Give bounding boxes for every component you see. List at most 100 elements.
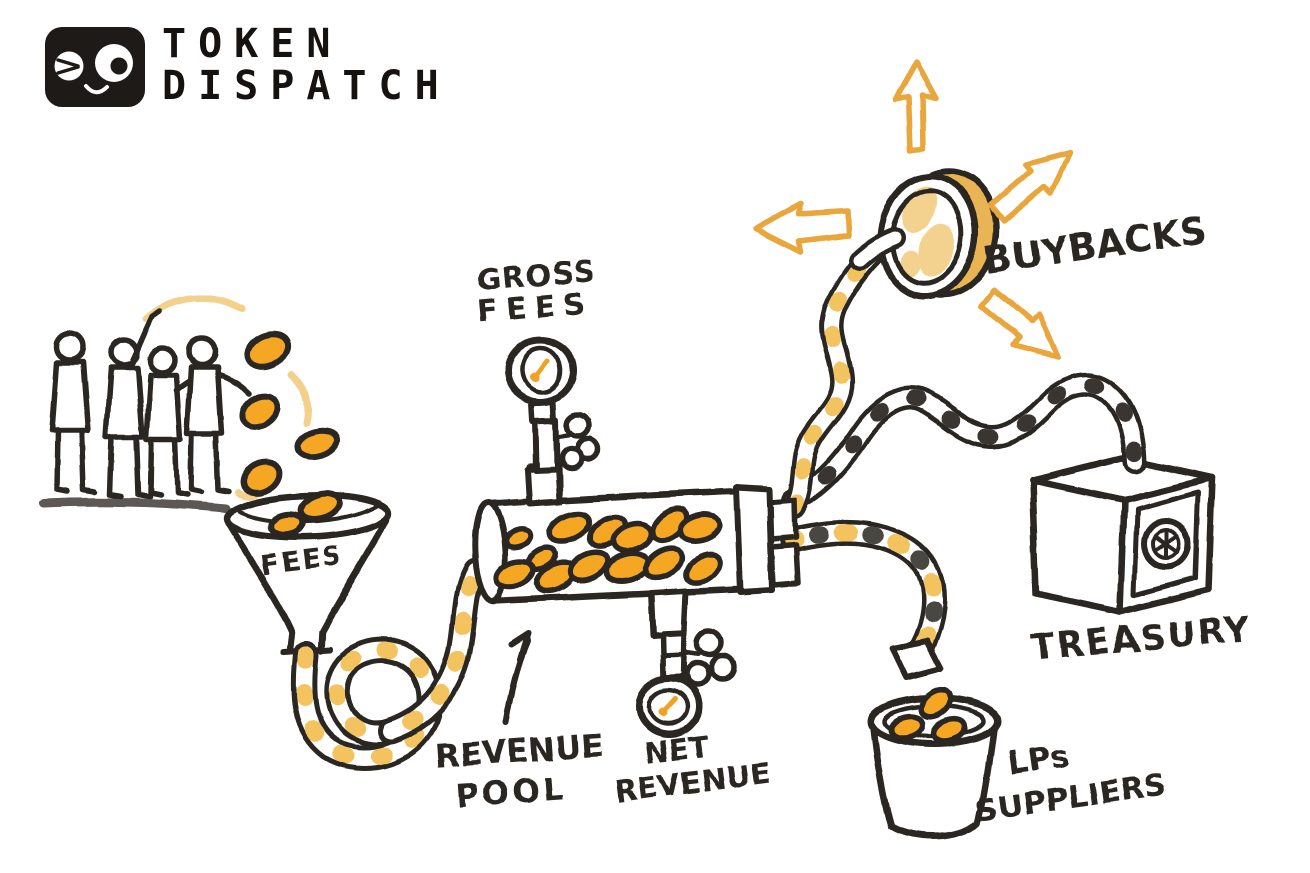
lps-label-2: SUPPLIERS [973,767,1168,829]
funnel-rim-inner [238,503,380,524]
safe-dial-spokes [1153,529,1179,559]
funnel-cone-right [317,516,391,654]
head [53,330,87,364]
valve-handle-icon [683,628,737,688]
bucket-pipe [779,519,947,665]
revenue-pool-cylinder [471,462,800,605]
coins-in-bucket [888,686,968,744]
legs [107,434,152,499]
logo-wordmark-line2: DISPATCH [162,63,451,109]
gauge-needle [532,358,550,380]
torso [184,364,225,437]
valve-stem [553,432,572,440]
buyback-arrows [752,59,1073,360]
arrow-up-right-icon [988,149,1073,224]
coin [566,550,610,584]
stem-joint [660,651,687,658]
logo-wordmark-line1: TOKEN [162,21,342,67]
torso [49,360,91,434]
raised-arm [126,308,162,373]
pipe-inner [783,524,943,661]
valve-lobe [683,660,711,688]
coin [297,490,343,522]
valve-stem [681,649,701,657]
funnel-cone-left [225,520,296,654]
gauge-needle [660,696,678,715]
coin [493,557,537,589]
callout-arrowhead [508,631,531,662]
coins-in-funnel [268,490,343,538]
treasury-label: TREASURY [1030,609,1254,668]
coin [918,686,954,720]
coin [244,330,292,370]
coil-pipe [291,557,489,771]
coin [930,716,968,744]
head [186,336,218,368]
coin [641,545,685,581]
gross-fees-gauge: GROSS FEES [475,254,602,507]
arc [288,371,311,427]
net-revenue-label-1: NET [642,729,712,772]
logo-pupil [110,57,128,75]
arrow-down-right-icon [978,287,1061,360]
ground-line [39,497,231,513]
falling-coins [239,330,340,496]
coin [547,510,593,544]
coin [502,526,534,550]
logo-smile [84,84,109,95]
outlet-stub-lower [768,543,800,588]
outlet-stub-upper [767,497,798,543]
pipe-stripes-dark [783,524,943,661]
logo-wink-icon [56,58,80,75]
lps-bucket-group: LPs SUPPLIERS [867,638,1168,840]
pipe-stripes [382,562,484,739]
legs [54,428,98,494]
coin [239,392,281,430]
net-revenue-gauge: NET REVENUE [613,588,773,811]
coin [268,510,306,538]
torso [143,372,183,443]
valve-lobe [694,628,724,658]
coins-in-pool [493,506,723,595]
coin [240,458,282,496]
valve-handle-icon [559,411,602,472]
valve-lobe [559,446,585,472]
buyback-pipe [782,229,900,519]
legs [188,431,232,494]
person-4 [184,336,252,494]
coin [677,512,723,544]
pipe-stripes [784,376,1143,508]
patch [899,251,921,277]
buybacks-label: BUYBACKS [981,209,1209,283]
buyback-coin-group: BUYBACKS [752,59,1209,360]
head [146,344,178,376]
fees-label: FEES [259,541,345,582]
arrow-left-icon [752,201,852,255]
pipe-inner [296,642,438,766]
token-dispatch-logo: TOKEN DISPATCH [45,21,451,109]
cylinder-right-band [734,484,775,595]
torso [103,365,145,440]
revenue-pool-label-2: POOL [455,769,568,815]
coin [888,713,926,741]
safe-front-face [1028,476,1128,616]
person-3 [143,344,206,497]
fees-funnel: FEES [223,490,393,655]
treasury-safe [1028,454,1216,616]
gauge-stub [648,588,689,639]
valve-lobe [564,411,592,439]
pipe-end-overlay-inner [853,231,902,267]
coin [294,428,340,460]
arrow-up-icon [892,59,939,153]
lps-label-1: LPs [1005,736,1072,782]
stand-column [532,416,560,474]
pipe-stripes-sand [783,524,943,661]
pipe-open-end [890,638,944,680]
valve-lobe [707,653,737,683]
person-1 [49,330,98,494]
coin [683,550,723,586]
legs [147,437,190,497]
revenue-pool-label-1: REVENUE [434,726,604,776]
